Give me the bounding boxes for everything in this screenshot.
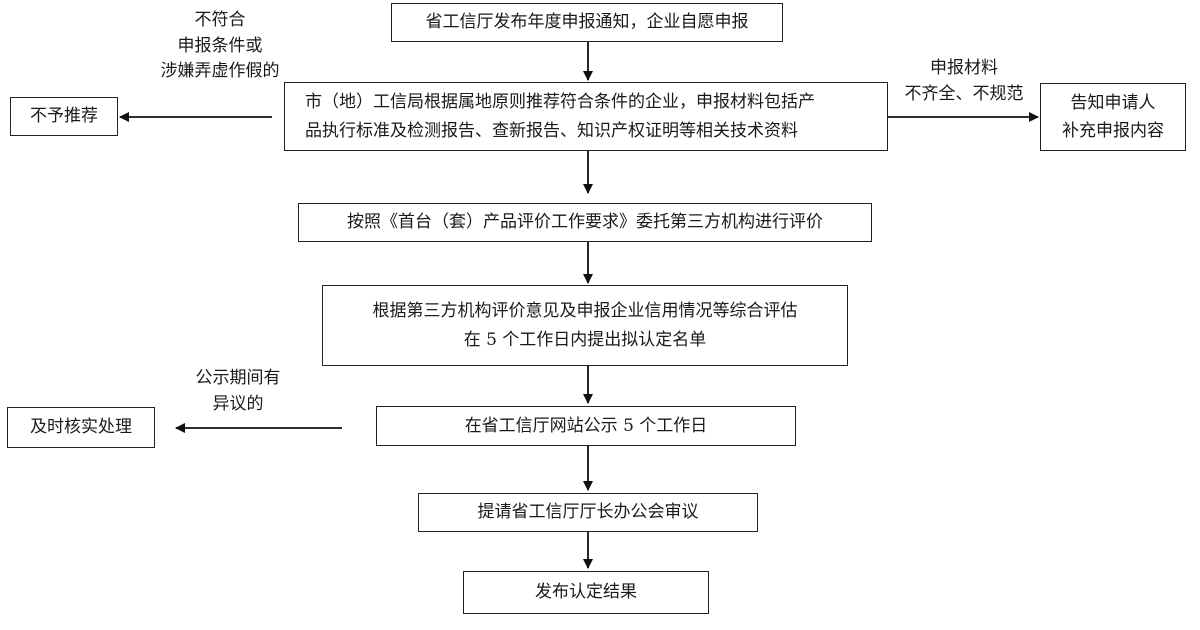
box-city-recommend-line1: 市（地）工信局根据属地原则推荐符合条件的企业，申报材料包括产 xyxy=(305,92,815,113)
box-not-recommended: 不予推荐 xyxy=(10,97,118,136)
box-director-review-text: 提请省工信厅厅长办公会审议 xyxy=(477,502,699,523)
box-comprehensive-eval-line2: 在 5 个工作日内提出拟认定名单 xyxy=(463,329,707,350)
box-notify-applicant-line1: 告知申请人 xyxy=(1070,92,1156,113)
label-not-qualified-line1: 不符合 xyxy=(194,10,246,30)
box-city-recommend-line2: 品执行标准及检测报告、查新报告、知识产权证明等相关技术资料 xyxy=(305,120,798,141)
box-notify-applicant: 告知申请人 补充申报内容 xyxy=(1040,83,1186,151)
box-director-review: 提请省工信厅厅长办公会审议 xyxy=(418,493,758,532)
label-incomplete-materials-line2: 不齐全、不规范 xyxy=(904,83,1024,104)
label-not-qualified: 不符合 申报条件或 涉嫌弄虚作假的 xyxy=(140,8,300,85)
box-public-notice-text: 在省工信厅网站公示 5 个工作日 xyxy=(464,415,708,436)
label-incomplete-materials-line1: 申报材料 xyxy=(930,58,998,78)
box-city-recommend: 市（地）工信局根据属地原则推荐符合条件的企业，申报材料包括产 品执行标准及检测报… xyxy=(284,82,888,151)
box-public-notice: 在省工信厅网站公示 5 个工作日 xyxy=(376,406,796,446)
box-notify-applicant-line2: 补充申报内容 xyxy=(1062,121,1164,141)
box-third-party-eval-text: 按照《首台（套）产品评价工作要求》委托第三方机构进行评价 xyxy=(347,212,823,233)
label-not-qualified-line2: 申报条件或 xyxy=(177,35,263,56)
box-publish-notice: 省工信厅发布年度申报通知，企业自愿申报 xyxy=(391,3,783,42)
box-comprehensive-eval-line1: 根据第三方机构评价意见及申报企业信用情况等综合评估 xyxy=(372,301,798,322)
label-objection-line2: 异议的 xyxy=(212,393,264,414)
label-objection-line1: 公示期间有 xyxy=(195,368,281,388)
label-incomplete-materials: 申报材料 不齐全、不规范 xyxy=(892,56,1036,107)
box-not-recommended-text: 不予推荐 xyxy=(30,106,98,127)
box-publish-notice-text: 省工信厅发布年度申报通知，企业自愿申报 xyxy=(425,12,749,33)
box-comprehensive-eval: 根据第三方机构评价意见及申报企业信用情况等综合评估 在 5 个工作日内提出拟认定… xyxy=(322,285,848,366)
box-publish-result-text: 发布认定结果 xyxy=(535,582,637,603)
label-not-qualified-line3: 涉嫌弄虚作假的 xyxy=(160,61,280,81)
box-verify-handle-text: 及时核实处理 xyxy=(30,417,132,438)
label-objection: 公示期间有 异议的 xyxy=(178,366,298,417)
box-publish-result: 发布认定结果 xyxy=(463,571,709,614)
box-verify-handle: 及时核实处理 xyxy=(7,407,155,448)
box-third-party-eval: 按照《首台（套）产品评价工作要求》委托第三方机构进行评价 xyxy=(298,203,872,242)
